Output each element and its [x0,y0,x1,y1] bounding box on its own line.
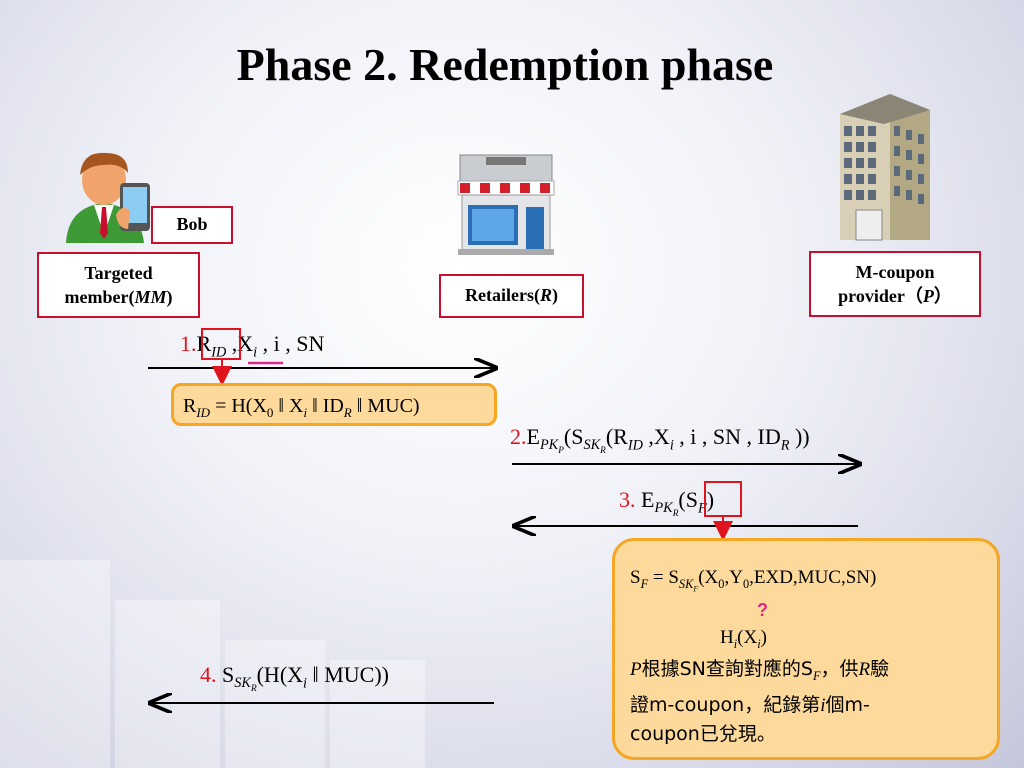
note-text: P根據SN查詢對應的SF，供R驗 證m-coupon，紀錄第i個m- coupo… [630,658,890,745]
question-mark: ? [757,600,768,620]
message-4: 4. SSKR(H(Xi ǁ MUC)) [200,662,389,695]
page-title: Phase 2. Redemption phase [236,39,774,90]
hash-formula: RID = H(X0 ǁ Xi ǁ IDR ǁ MUC) [183,395,420,420]
hash-formula-box [171,383,497,426]
mcoupon-provider-label: M-coupon provider（P） [809,251,981,317]
sf-formula: SF = SSKF(X0,Y0,EXD,MUC,SN) [630,567,877,594]
building-icon [840,94,930,241]
message-3: 3. EPKR(SF) [619,487,715,520]
targeted-member-label: Targeted member(MM) [37,252,200,318]
hi-formula: Hi(Xi) [720,627,767,651]
bg-decoration [330,660,425,768]
verification-note [612,538,1000,760]
bob-label-text: Bob [176,214,208,234]
message-1: 1.RID ,Xi , i , SN [180,331,325,361]
store-icon [457,154,555,255]
highlight-sf [704,481,742,517]
bob-label: Bob [151,206,233,244]
provider-line2: provider（P） [838,286,952,306]
provider-line1: M-coupon [855,262,935,282]
person-with-phone-icon [66,152,150,243]
bg-decoration [0,560,110,768]
bg-decoration [115,600,220,768]
member-line2: member(MM) [64,287,173,307]
retailers-label: Retailers(R) [439,274,584,318]
highlight-rid [201,328,241,360]
message-2: 2.EPKP(SSKR(RID ,Xi , i , SN , IDR )) [510,424,810,457]
member-line1: Targeted [84,263,153,283]
